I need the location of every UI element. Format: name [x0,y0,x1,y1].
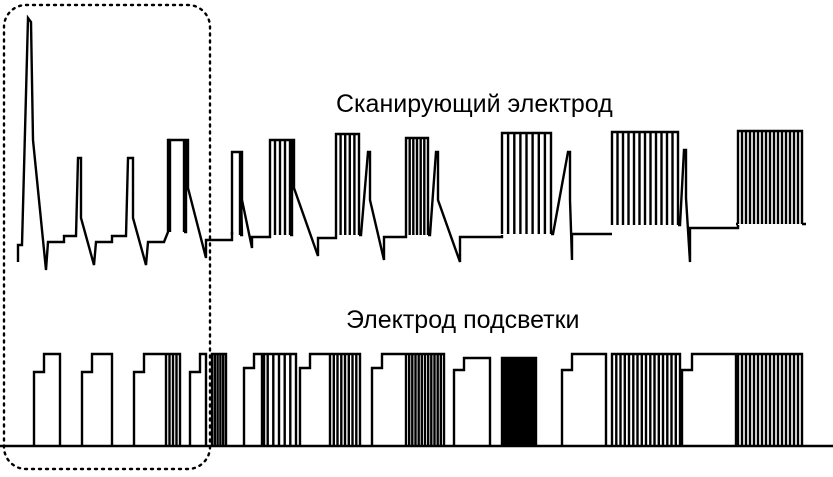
scan-subfield-5 [404,136,504,263]
sustain-subfield-2 [80,352,114,446]
sustain-subfield-8 [452,356,538,446]
sustain-subfield-6 [298,352,362,446]
scan-subfield-3 [268,138,338,257]
sustain-subfield-1 [32,352,62,446]
scan-subfield-4 [334,132,408,261]
sustain-subfield-7 [370,352,446,446]
sustain-electrode-label: Электрод подсветки [346,306,580,334]
sustain-subfield-4 [188,352,228,446]
first-subfield-highlight [2,3,212,471]
sustain-subfield-9 [560,352,682,446]
scan-subfield-6 [500,131,612,261]
sustain-subfield-10 [680,352,804,446]
sustain-electrode-waveform [32,352,804,446]
scan-subfield-7 [610,130,740,263]
scan-subfield-8 [736,129,806,226]
scan-reset-and-address [16,14,170,271]
scan-electrode-waveform [16,14,806,271]
scan-subfield-1 [168,138,234,259]
sustain-subfield-5 [242,352,298,446]
sustain-subfield-3 [132,352,182,446]
scan-electrode-label: Сканирующий электрод [336,90,613,118]
scan-subfield-2 [230,150,272,249]
